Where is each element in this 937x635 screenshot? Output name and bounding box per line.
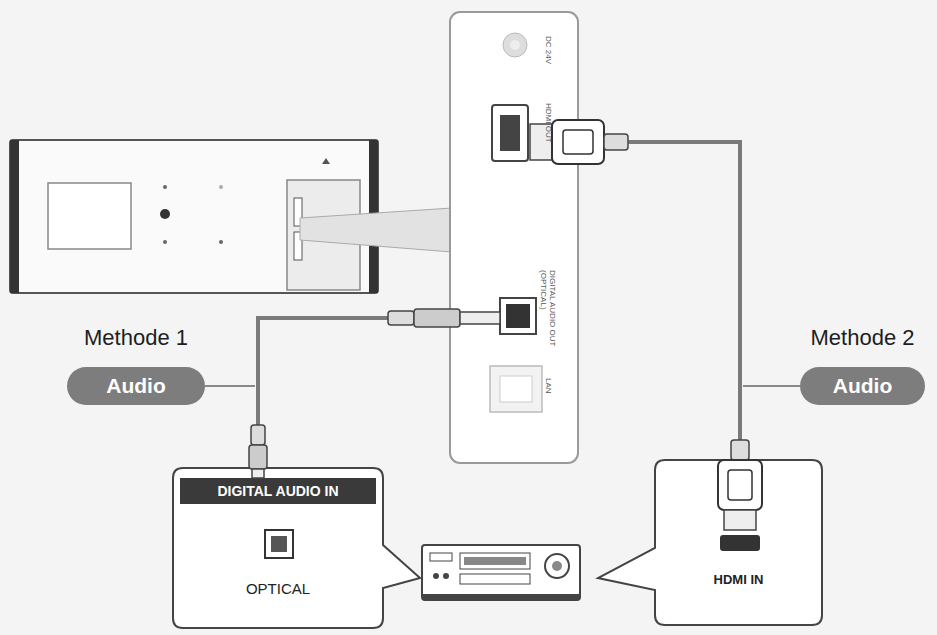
callout-box: HDMI IN — [655, 460, 822, 625]
port-label: HDMI OUT — [543, 103, 552, 143]
optical-plug — [249, 425, 267, 478]
optical-port — [265, 530, 293, 558]
pill-label: Audio — [833, 374, 892, 398]
header-bar — [180, 478, 376, 504]
leader-line — [205, 385, 255, 387]
callout-box: DIGITAL AUDIO IN OPTICAL — [173, 468, 383, 628]
av-receiver — [422, 545, 580, 600]
cable — [628, 142, 740, 440]
port-label: DIGITAL AUDIO IN — [180, 478, 376, 504]
pill-label: Audio — [106, 374, 165, 398]
method-pill: Methode 1Audio — [67, 367, 205, 405]
hdmi-port — [720, 535, 760, 551]
port-label: DIGITAL AUDIO OUT (OPTICAL) — [538, 270, 556, 360]
port-label: DC 24V — [543, 36, 552, 64]
port-panel: DC 24V HDMI OUT DIGITAL AUDIO OUT (OPTICAL… — [450, 12, 578, 463]
optical-plug — [388, 309, 500, 327]
port-label: HDMI IN — [655, 572, 822, 587]
zoom-wedge — [300, 208, 452, 252]
method-heading: Methode 2 — [811, 325, 915, 351]
method-pill: Methode 2Audio — [800, 367, 925, 405]
cable — [258, 318, 450, 425]
callout-box — [598, 460, 822, 625]
port-panel — [450, 12, 578, 463]
port-label: OPTICAL — [173, 580, 383, 597]
method-heading: Methode 1 — [84, 325, 188, 351]
callout-box — [173, 468, 420, 628]
port-label: LAN — [543, 378, 552, 394]
leader-line — [743, 385, 800, 387]
optical-port — [271, 536, 287, 552]
hdmi-plug — [718, 440, 762, 530]
